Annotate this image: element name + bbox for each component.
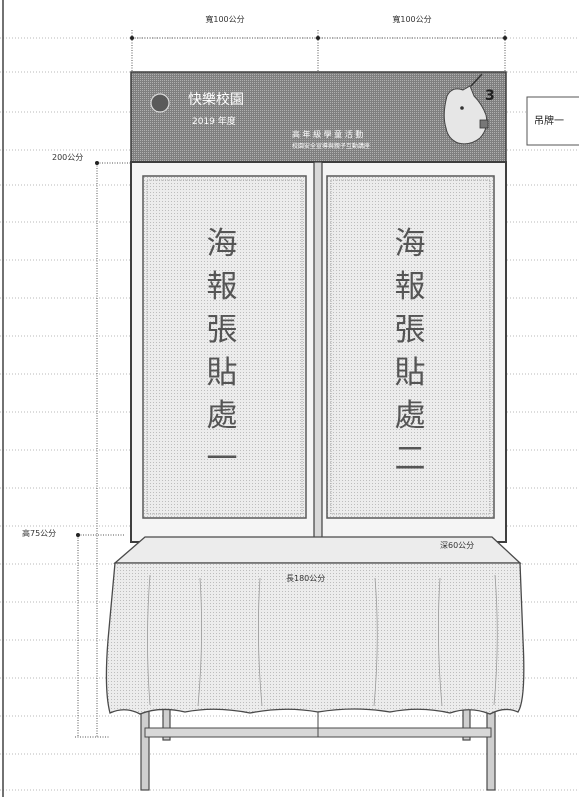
poster-area-1-inner: [146, 179, 303, 515]
header-title: 快樂校園: [188, 91, 244, 108]
poster-2-char: 張: [395, 312, 426, 348]
dim-dot: [503, 36, 507, 40]
dim-dot: [95, 161, 99, 165]
poster-2-char: 二: [395, 441, 426, 477]
dim-label-top-right: 寬100公分: [392, 14, 431, 24]
poster-area-2: [326, 175, 495, 519]
poster-2-text: 海 報 張 貼 處 二: [395, 226, 426, 477]
dim-label-top-left: 寬100公分: [205, 14, 244, 24]
frame-divider: [313, 161, 323, 543]
poster-1-char: 貼: [207, 355, 238, 391]
poster-1-char: 海: [207, 226, 238, 262]
header-banner: [130, 71, 507, 163]
dim-label-table-depth: 深60公分: [440, 541, 474, 550]
poster-2-char: 報: [395, 269, 426, 305]
poster-1-char: 張: [207, 312, 238, 348]
side-label-box: [526, 96, 579, 146]
poster-2-char: 海: [395, 226, 426, 262]
poster-area-2-inner: [330, 179, 491, 515]
dim-dot: [76, 533, 80, 537]
poster-1-char: 處: [207, 398, 238, 434]
dim-label-height: 200公分: [52, 153, 83, 162]
svg-text:3: 3: [485, 88, 495, 104]
dim-label-table-height: 高75公分: [22, 528, 56, 538]
header-center-line2: 校園安全宣導與親子互動講座: [292, 142, 370, 150]
poster-2-char: 處: [395, 398, 426, 434]
poster-2-char: 貼: [395, 355, 426, 391]
header-center-line1: 高 年 級 學 童 活 動: [292, 129, 363, 139]
poster-1-char: 一: [207, 441, 238, 477]
header-subtitle: 2019 年度: [192, 115, 236, 127]
poster-1-text: 海 報 張 貼 處 一: [207, 226, 238, 477]
height-dimension: [75, 162, 135, 738]
dim-dot: [316, 36, 320, 40]
cloth-folds: [147, 574, 498, 707]
poster-1-char: 報: [207, 269, 238, 305]
poster-area-1: [142, 175, 307, 519]
dim-label-table-width: 長180公分: [286, 574, 325, 583]
dim-dot: [130, 36, 134, 40]
top-width-dimension: [131, 30, 506, 72]
table-cloth: [105, 562, 525, 715]
school-logo-icon: [150, 93, 170, 113]
side-label-text: 吊牌一: [534, 114, 564, 127]
unicorn-mascot-icon: 3: [443, 73, 495, 145]
